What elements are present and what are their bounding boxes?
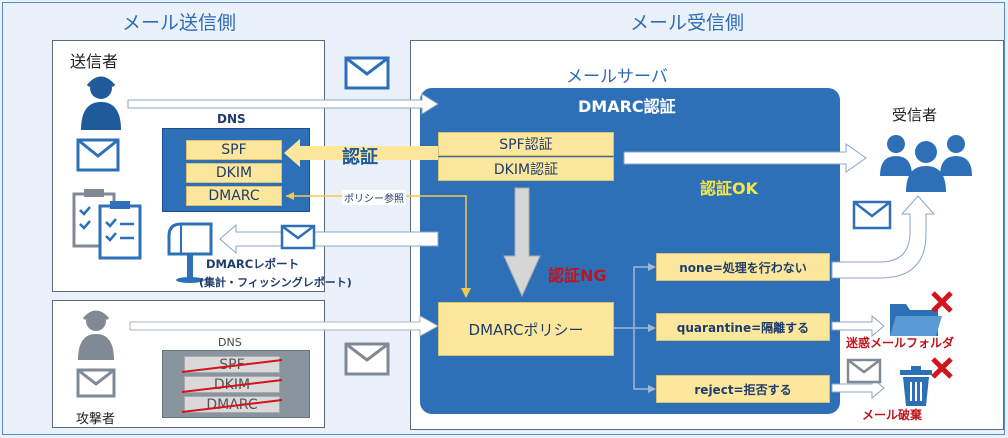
recipient-label: 受信者 [892,106,938,124]
mailbox-icon [167,222,213,283]
policy-quarantine: quarantine=隔離する [656,313,830,341]
attacker-person-icon [78,310,114,360]
sender-label: 送信者 [70,52,119,71]
mail-icon-top [344,56,390,90]
dmarc-report-sublabel: (集計・フィッシングレポート) [199,276,352,289]
strike-lines [181,359,283,413]
spam-folder-label: 迷惑メールフォルダ [846,336,955,350]
sender-side-title: メール送信側 [122,12,237,34]
sender-mail-icon [76,138,120,172]
trash-icon [900,366,932,406]
cross-icon-quarantine [931,291,953,313]
sender-dns-title: DNS [217,112,246,126]
attacker-dns-title: DNS [218,336,242,349]
sender-person-icon [81,76,121,130]
clipboard-icon [72,189,142,260]
auth-ok-label: 認証OK [700,179,759,198]
mail-icon-recipient [852,200,892,230]
sender-spf-record: SPF [186,140,282,160]
policy-reject: reject=拒否する [656,375,830,403]
mail-icon-reject [846,358,882,384]
policy-none: none=処理を行わない [656,253,830,281]
dmarc-policy-box: DMARCポリシー [438,302,614,356]
attacker-label: 攻撃者 [76,412,116,427]
discard-label: メール破棄 [862,408,923,422]
mail-server-title: メールサーバ [566,67,668,87]
recipients-group-icon [880,135,972,192]
cross-icon-reject [931,357,953,379]
policy-ref-label: ポリシー参照 [342,190,406,205]
auth-label: 認証 [342,147,378,168]
auth-ng-label: 認証NG [548,266,607,285]
receiver-side-title: メール受信側 [630,12,745,34]
dmarc-auth-title: DMARC認証 [578,97,676,116]
dmarc-report-label: DMARCレポート [206,257,300,271]
mail-icon-report [280,224,316,250]
spf-auth-box: SPF認証 [438,132,614,156]
mail-icon-attacker [344,342,390,376]
dkim-auth-box: DKIM認証 [438,157,614,181]
attacker-mail-icon [76,368,116,398]
folder-icon [890,304,942,336]
sender-dmarc-record: DMARC [186,186,282,206]
sender-dkim-record: DKIM [186,163,282,183]
